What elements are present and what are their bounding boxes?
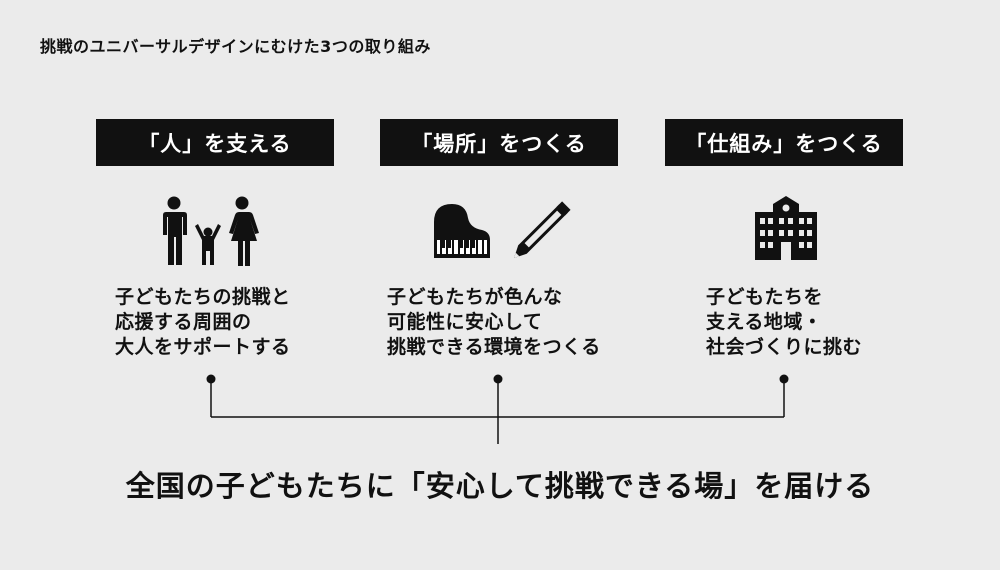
pillar-header-system: 「仕組み」をつくる bbox=[665, 119, 903, 166]
piano-pencil-icon bbox=[434, 201, 571, 258]
pillar-description-place: 子どもたちが色んな 可能性に安心して 挑戦できる環境をつくる bbox=[387, 286, 601, 358]
pillar-description-people: 子どもたちの挑戦と 応援する周囲の 大人をサポートする bbox=[115, 286, 291, 358]
connector-dot-left bbox=[206, 374, 216, 384]
pillar-header-place: 「場所」をつくる bbox=[380, 119, 618, 166]
connector-dot-right bbox=[779, 374, 789, 384]
pillar-description-system: 子どもたちを 支える地域・ 社会づくりに挑む bbox=[706, 286, 863, 358]
conclusion-statement: 全国の子どもたちに「安心して挑戦できる場」を届ける bbox=[125, 469, 875, 503]
pillar-header-people: 「人」を支える bbox=[96, 119, 334, 166]
connector-dot-center bbox=[493, 374, 503, 384]
school-icon bbox=[755, 196, 817, 260]
family-icon bbox=[163, 196, 259, 266]
page-title: 挑戦のユニバーサルデザインにむけた3つの取り組み bbox=[40, 37, 431, 56]
